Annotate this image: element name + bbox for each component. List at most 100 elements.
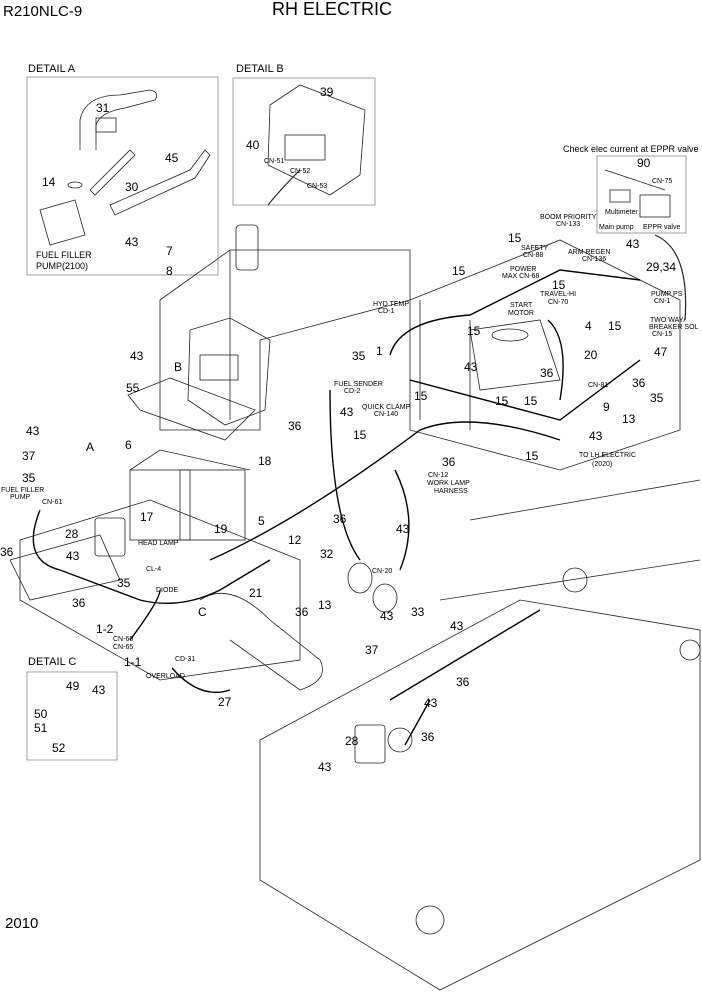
eppr-callout: EPPR valve xyxy=(643,224,681,231)
part-callout: 37 xyxy=(22,449,36,463)
part-callout: 55 xyxy=(126,381,140,395)
part-callout: 1-1 xyxy=(124,655,142,669)
connector-label: QUICK CLAMP xyxy=(362,404,411,411)
eppr-callout: Main pump xyxy=(599,224,634,231)
part-callout: 43 xyxy=(464,360,478,374)
part-callout: 35 xyxy=(22,471,36,485)
eppr-note-title: Check elec current at EPPR valve xyxy=(563,144,699,154)
connector-label: HARNESS xyxy=(434,488,468,495)
detail-b-callout: CN-52 xyxy=(290,168,311,175)
detail-b-callout: 40 xyxy=(246,138,260,152)
part-callout: 8 xyxy=(166,264,173,278)
part-callout: 43 xyxy=(424,696,438,710)
connector-label: MAX CN-68 xyxy=(502,273,540,280)
part-callout: 47 xyxy=(654,345,668,359)
connector-label: CN-61 xyxy=(42,499,63,506)
part-callout: 15 xyxy=(452,264,466,278)
connector-label: ARM REGEN xyxy=(568,249,611,256)
connector-label: BOOM PRIORITY xyxy=(540,214,597,221)
model-name: R210NLC-9 xyxy=(3,3,83,20)
part-callout: 28 xyxy=(345,734,359,748)
page-number: 2010 xyxy=(5,915,39,932)
part-callout: 15 xyxy=(414,389,428,403)
connector-label: CN-65 xyxy=(113,644,134,651)
part-callout: 18 xyxy=(258,454,272,468)
connector-label: PUMP PS xyxy=(651,291,683,298)
connector-label: HYD TEMP xyxy=(373,301,410,308)
detail-a-callout: 30 xyxy=(125,180,139,194)
part-callout: 12 xyxy=(288,533,302,547)
detail-c-callout: 50 xyxy=(34,707,48,721)
part-callout: 43 xyxy=(626,237,640,251)
part-callout: 19 xyxy=(214,522,228,536)
eppr-callout: 90 xyxy=(637,156,651,170)
part-callout: B xyxy=(174,360,183,374)
eppr-callout: CN-75 xyxy=(652,178,673,185)
part-callout: 1 xyxy=(376,344,383,358)
part-callout: 43 xyxy=(130,349,144,363)
detail-c-box xyxy=(26,671,118,761)
connector-label: PUMP xyxy=(10,494,31,501)
part-callout: 43 xyxy=(26,424,40,438)
part-callout: 43 xyxy=(66,549,80,563)
connector-label: FUEL FILLER xyxy=(1,487,45,494)
part-callout: 33 xyxy=(411,605,425,619)
part-callout: 15 xyxy=(525,449,539,463)
detail-b-callout: CN-51 xyxy=(264,158,285,165)
part-callout: 43 xyxy=(450,619,464,633)
detail-a-callout: 43 xyxy=(125,235,139,249)
part-callout: 9 xyxy=(603,400,610,414)
detail-a-callout: FUEL FILLER xyxy=(36,250,92,260)
connector-label: TO LH ELECTRIC xyxy=(579,452,637,459)
part-callout: 36 xyxy=(421,730,435,744)
part-callout: 15 xyxy=(608,319,622,333)
part-callout: A xyxy=(86,440,95,454)
part-callout: 27 xyxy=(218,695,232,709)
connector-label: CD-31 xyxy=(175,656,196,663)
connector-label: POWER xyxy=(510,266,537,273)
part-callout: 43 xyxy=(396,522,410,536)
detail-b-title: DETAIL B xyxy=(236,63,284,75)
part-callout: 15 xyxy=(353,428,367,442)
connector-label: CN-15 xyxy=(652,331,673,338)
connector-label: CN-133 xyxy=(556,221,581,228)
detail-a-box xyxy=(26,76,219,276)
part-callout: 13 xyxy=(622,412,636,426)
connector-label: HEAD LAMP xyxy=(138,540,179,547)
part-callout: 36 xyxy=(456,675,470,689)
connector-label: CD-1 xyxy=(378,308,395,315)
part-callout: 36 xyxy=(295,605,309,619)
detail-a-callout: 14 xyxy=(42,175,56,189)
part-callout: 15 xyxy=(508,231,522,245)
part-callout: 36 xyxy=(0,545,14,559)
part-callout: 20 xyxy=(584,348,598,362)
connector-label: CL-4 xyxy=(146,566,162,573)
eppr-box xyxy=(596,155,687,234)
eppr-callout: Multimeter xyxy=(605,209,638,216)
part-callout: 15 xyxy=(495,394,509,408)
part-callout: 7 xyxy=(166,244,173,258)
part-callout: 36 xyxy=(442,455,456,469)
page-title: RH ELECTRIC xyxy=(272,0,393,19)
part-callout: 28 xyxy=(65,527,79,541)
part-callout: 35 xyxy=(650,391,664,405)
connector-label: CN-12 xyxy=(428,472,449,479)
part-callout: 6 xyxy=(125,438,132,452)
detail-a-callout: 31 xyxy=(96,101,110,115)
part-callout: C xyxy=(198,605,207,619)
connector-label: START xyxy=(510,302,533,309)
part-callout: 43 xyxy=(380,609,394,623)
detail-c-callout: 49 xyxy=(66,679,80,693)
connector-label: CN-136 xyxy=(582,256,607,263)
detail-c-callout: 51 xyxy=(34,721,48,735)
connector-label: SAFETY xyxy=(521,245,549,252)
connector-label: DIODE xyxy=(156,587,179,594)
detail-c-callout: 43 xyxy=(92,683,106,697)
connector-label: WORK LAMP xyxy=(427,480,470,487)
connector-label: CN-60 xyxy=(113,636,134,643)
part-callout: 35 xyxy=(117,576,131,590)
connector-label: CN-70 xyxy=(548,299,569,306)
part-callout: 13 xyxy=(318,598,332,612)
part-callout: 43 xyxy=(589,429,603,443)
